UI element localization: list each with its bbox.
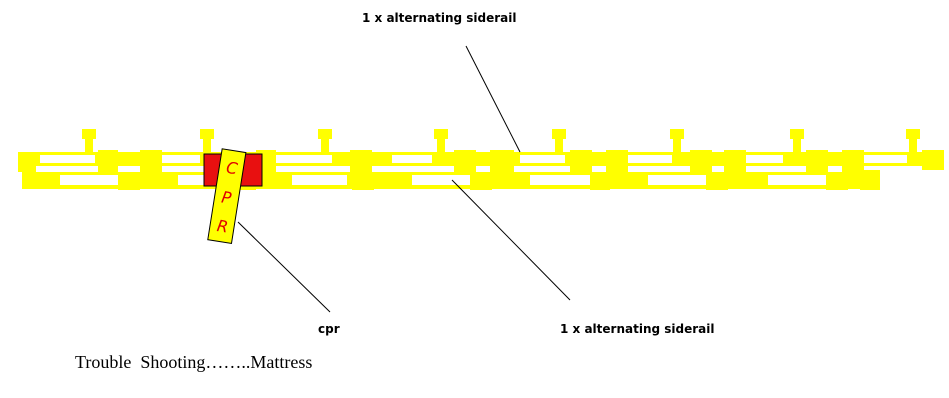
leader-cpr	[237, 221, 331, 313]
middle-connectors	[18, 150, 944, 174]
cpr-tag-letter-r: R	[216, 216, 230, 237]
upper-connectors	[82, 129, 920, 153]
label-top-siderail: 1 x alternating siderail	[362, 11, 516, 25]
label-bottom-siderail: 1 x alternating siderail	[560, 322, 714, 336]
cpr-tag-letter-p: P	[220, 187, 233, 207]
label-cpr: cpr	[318, 322, 340, 336]
page-caption: Trouble Shooting……..Mattress	[75, 352, 313, 372]
leader-lines	[237, 45, 571, 313]
air-cell-row-lower	[22, 172, 880, 189]
cpr-tag-letter-c: C	[225, 158, 240, 179]
leader-bottom-siderail	[451, 179, 571, 301]
leader-top-siderail	[465, 45, 521, 153]
cpr-tag: C P R	[207, 148, 247, 245]
